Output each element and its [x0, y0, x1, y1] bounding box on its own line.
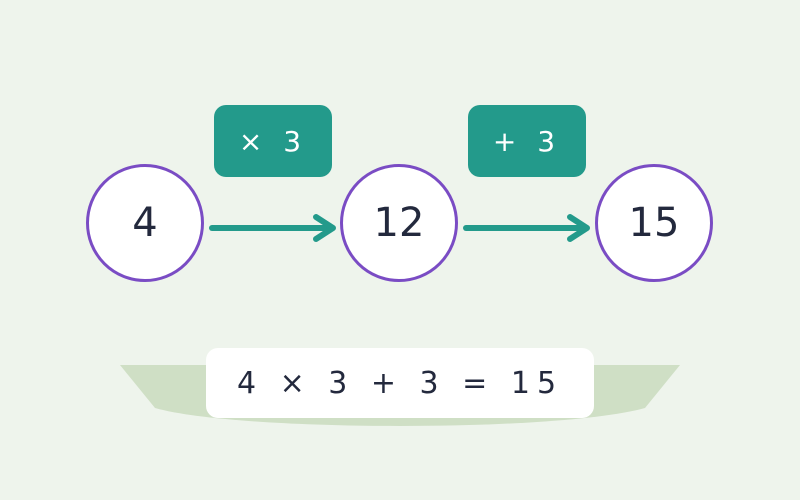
node-middle-value: 12 — [373, 200, 425, 246]
node-start-value: 4 — [132, 200, 158, 246]
equation-text: 4 × 3 + 3 = 15 — [236, 365, 564, 401]
node-middle: 12 — [340, 164, 458, 282]
operation-multiply-box: × 3 — [214, 105, 332, 177]
node-start: 4 — [86, 164, 204, 282]
operation-multiply-label: × 3 — [238, 124, 308, 158]
node-end-value: 15 — [628, 200, 680, 246]
equation-panel: 4 × 3 + 3 = 15 — [206, 348, 594, 418]
node-end: 15 — [595, 164, 713, 282]
operation-add-box: + 3 — [468, 105, 586, 177]
operation-add-label: + 3 — [492, 124, 562, 158]
